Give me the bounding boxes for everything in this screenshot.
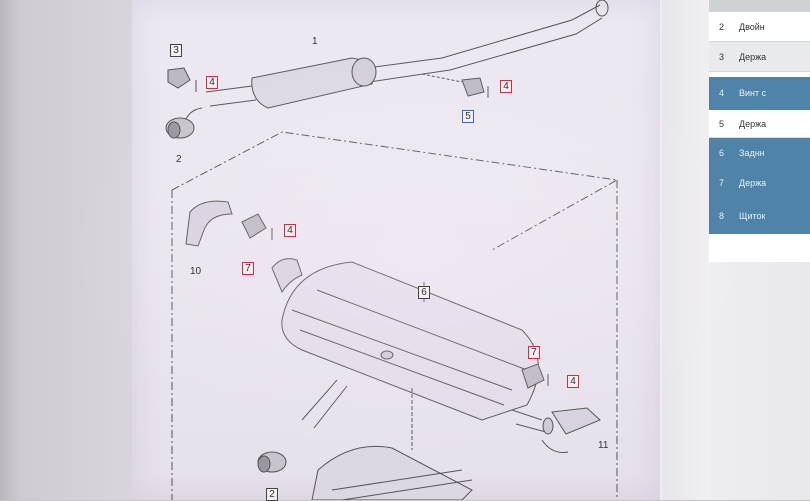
exhaust-system-drawing	[165, 0, 619, 500]
callout-2-upper: 2	[176, 154, 182, 165]
table-row-selected[interactable]: 6 Заднн	[709, 138, 810, 168]
table-row-selected[interactable]: 8 Щиток	[709, 198, 810, 234]
rear-muffler	[281, 261, 539, 421]
row-number: 7	[719, 177, 725, 188]
callout-11: 11	[598, 440, 609, 451]
callout-1: 1	[312, 36, 318, 47]
callout-7-lower: 7	[528, 346, 540, 359]
row-number: 3	[719, 51, 725, 62]
parts-list-table: 2 Двойн 3 Держа 4 Винт с 5 Держа 6 Заднн…	[709, 0, 810, 262]
table-row-selected[interactable]: 4 Винт с	[709, 77, 810, 110]
row-description: Двойн	[739, 21, 765, 32]
table-row[interactable]: 3 Держа	[709, 42, 810, 72]
row-description: Держа	[739, 118, 767, 129]
table-header-strip	[709, 0, 810, 12]
callout-4-upper-left: 4	[206, 76, 218, 89]
row-number: 8	[719, 210, 725, 221]
callout-4-upper-right: 4	[500, 80, 512, 93]
row-number: 2	[719, 21, 725, 32]
row-number: 5	[719, 118, 725, 129]
panel-gap	[662, 0, 710, 500]
table-row-selected[interactable]: 7 Держа	[709, 168, 810, 198]
row-number: 6	[719, 147, 725, 158]
table-row[interactable]: 2 Двойн	[709, 12, 810, 42]
pipe-11	[551, 407, 601, 435]
row-description: Держа	[739, 51, 767, 62]
row-description: Винт с	[739, 88, 767, 98]
callout-7-upper: 7	[242, 262, 254, 275]
row-description: Заднн	[739, 147, 765, 158]
front-pipe	[351, 4, 601, 71]
callout-2-lower: 2	[266, 488, 278, 501]
callout-3: 3	[170, 44, 182, 57]
row-number: 4	[719, 88, 725, 98]
row-description: Щиток	[739, 210, 766, 221]
pipe-10	[185, 200, 233, 247]
callout-5: 5	[462, 110, 474, 123]
callout-4-middle: 4	[284, 224, 296, 237]
callout-10: 10	[190, 266, 202, 277]
table-row[interactable]: 5 Держа	[709, 110, 810, 138]
callout-4-lower: 4	[567, 375, 579, 388]
callout-6: 6	[418, 286, 430, 299]
row-description: Держа	[739, 177, 767, 188]
